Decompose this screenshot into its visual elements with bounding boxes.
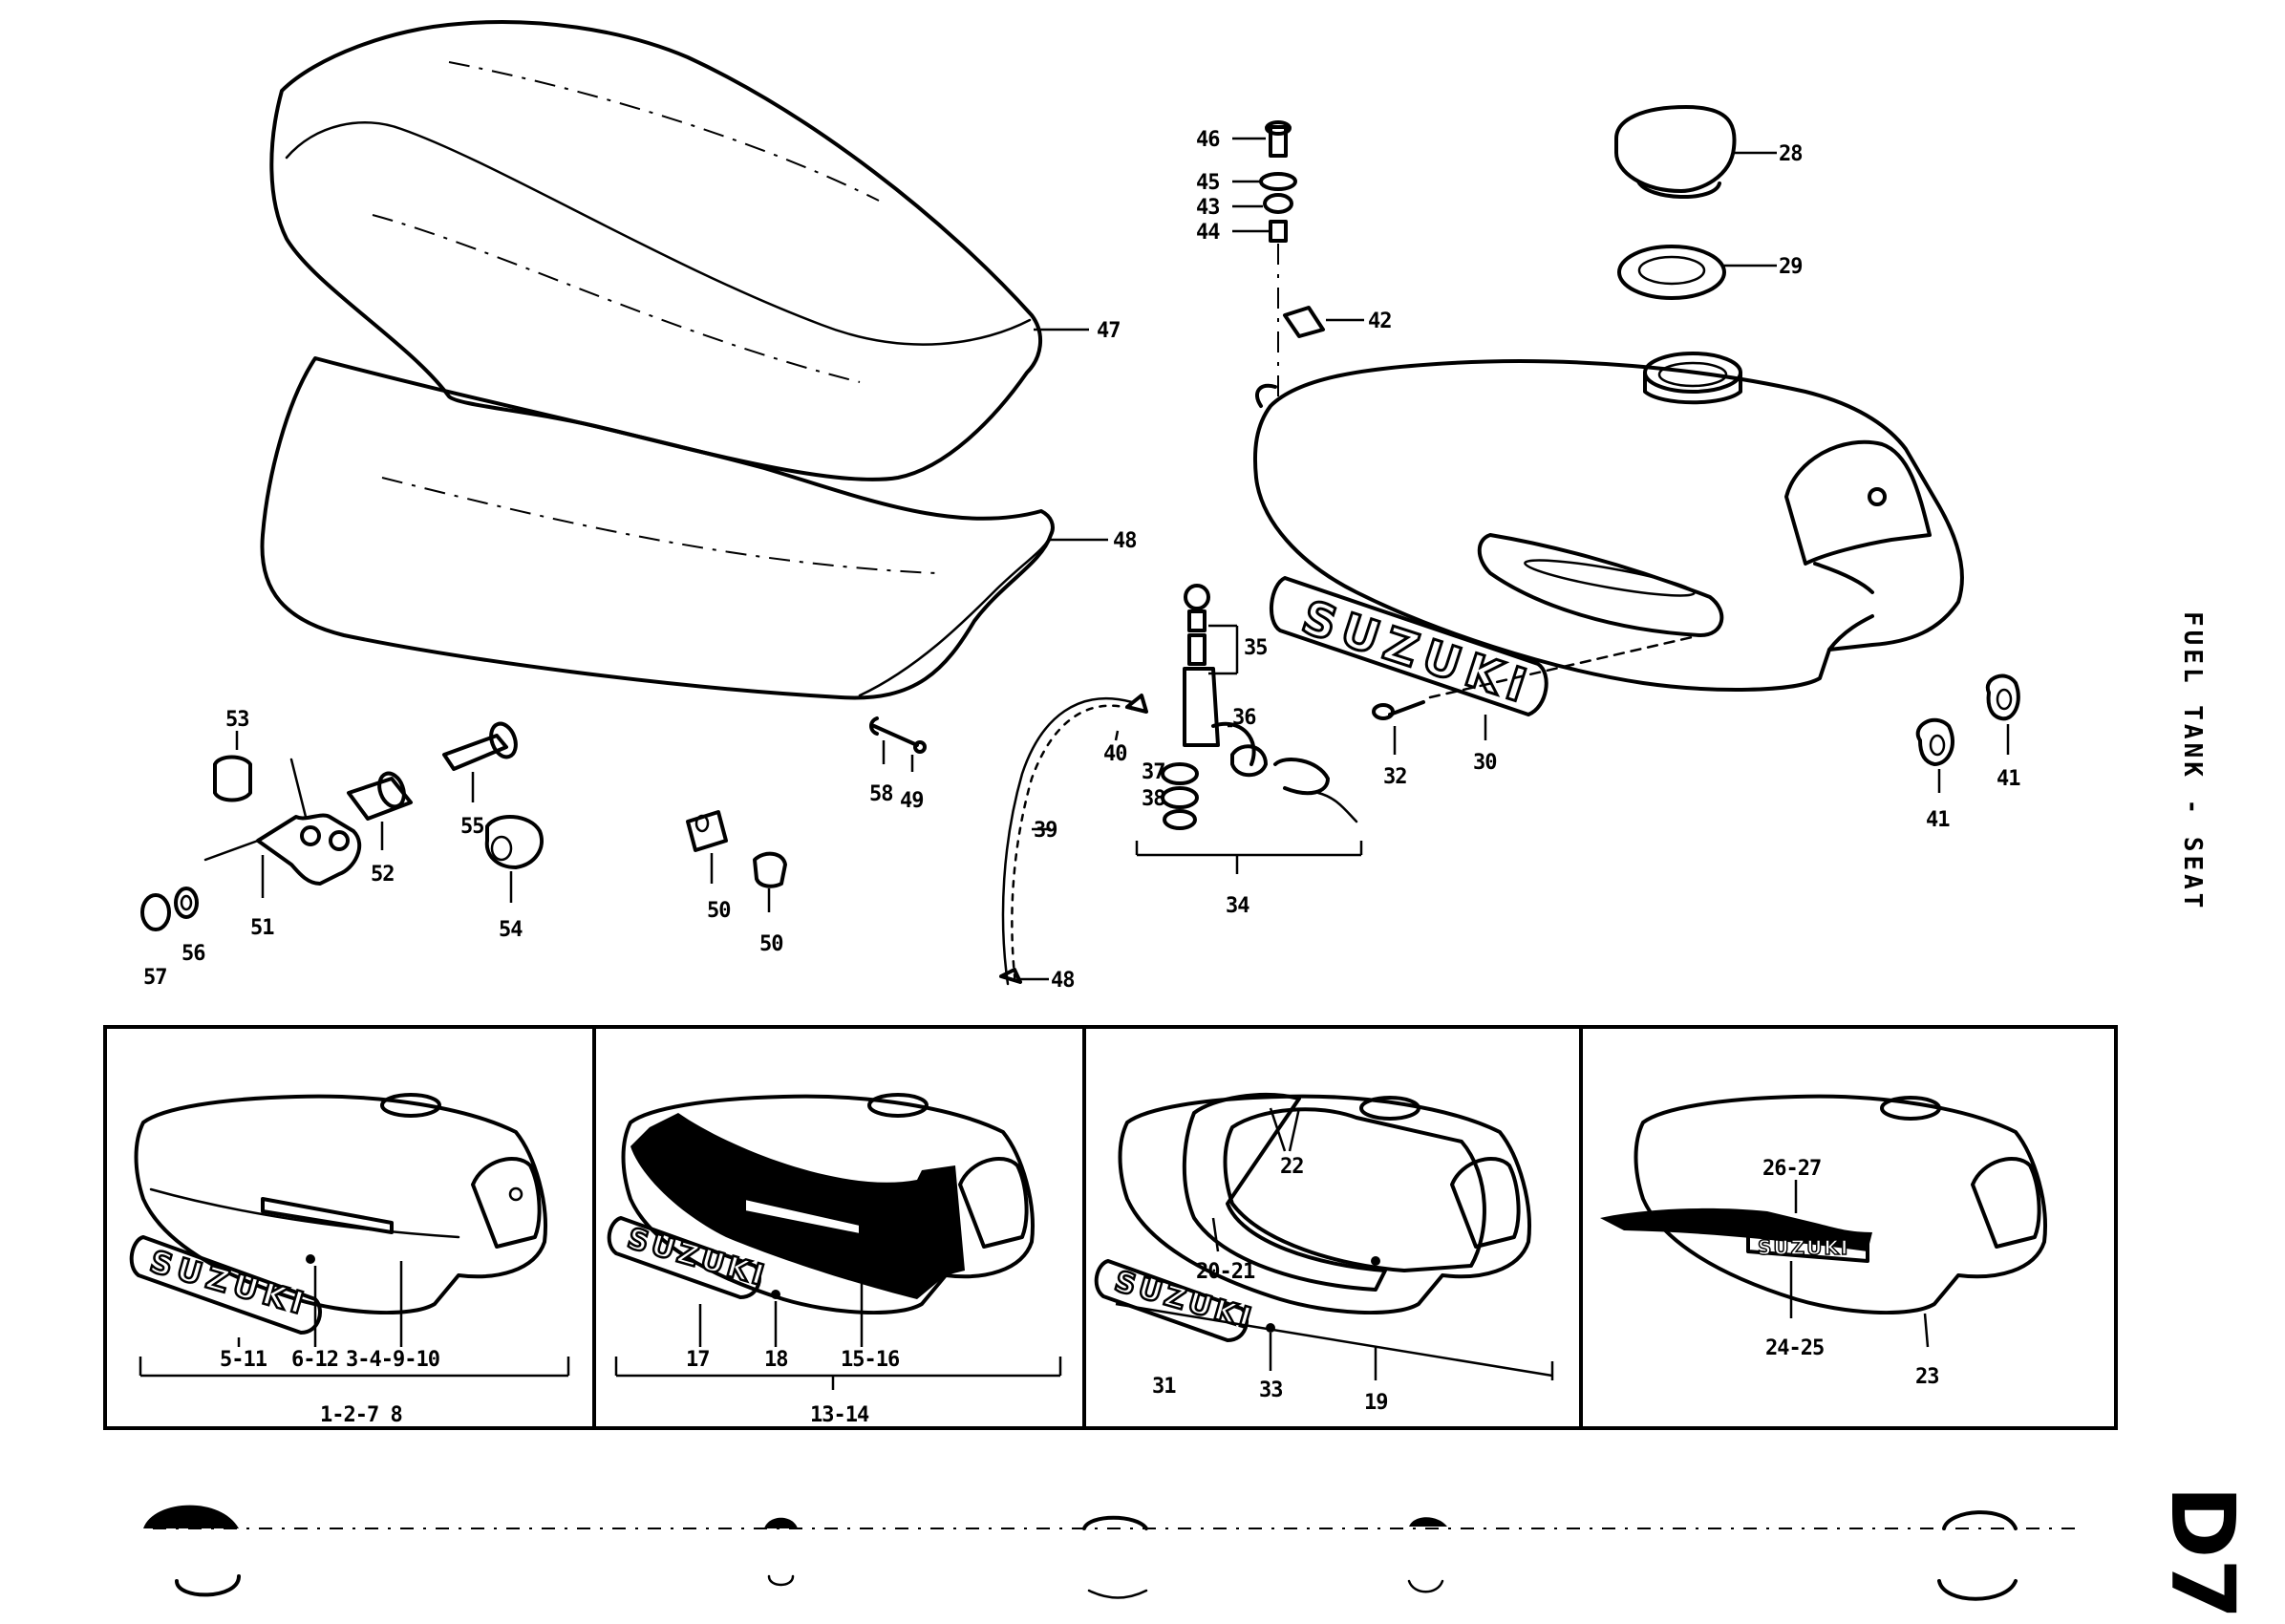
callout-58: 58 (869, 782, 893, 806)
callout-39: 39 (1034, 819, 1057, 843)
seat-cover (269, 20, 1043, 481)
v1-group: 1-2-7 8 (320, 1403, 402, 1427)
emblem-text: SUZUKI (1295, 590, 1539, 716)
tank-cushions (1915, 673, 2020, 766)
fuel-hose (999, 694, 1148, 986)
callout-32: 32 (1383, 765, 1407, 789)
fuel-cock (1161, 584, 1358, 830)
callout-51: 51 (250, 916, 274, 940)
callout-36: 36 (1232, 706, 1256, 730)
v3-part-b: 20-21 (1196, 1260, 1255, 1284)
v1-part-b: 6-12 (291, 1348, 338, 1372)
seat-base (260, 356, 1055, 700)
v3-part-e: 19 (1364, 1391, 1388, 1415)
callout-54: 54 (499, 918, 523, 942)
v2-group: 13-14 (810, 1403, 869, 1427)
callout-50-left: 50 (707, 899, 731, 923)
callout-53: 53 (225, 708, 249, 732)
callout-28: 28 (1779, 142, 1803, 166)
variants-box (103, 1025, 2118, 1430)
v1-part-a: 5-11 (220, 1348, 267, 1372)
v4-part-a: 26-27 (1762, 1157, 1821, 1181)
suzuki-emblem: SUZUKI (1269, 576, 1548, 716)
tank-bolt-stack (1259, 120, 1325, 401)
callout-30: 30 (1473, 751, 1497, 775)
seat-pin-parts (686, 716, 927, 888)
variant-tank-4: SUZUKI (1600, 1094, 2047, 1315)
v1-part-c: 3-4-9-10 (346, 1348, 439, 1372)
callout-43: 43 (1196, 196, 1220, 220)
page-title: FUEL TANK - SEAT (2178, 611, 2207, 912)
callout-56: 56 (182, 942, 205, 966)
callout-49: 49 (900, 789, 924, 813)
v4-part-c: 23 (1915, 1365, 1939, 1389)
v2-part-c: 15-16 (841, 1348, 900, 1372)
callout-35: 35 (1244, 636, 1268, 660)
v3-part-c: 31 (1152, 1375, 1176, 1399)
callout-57: 57 (143, 966, 167, 990)
callout-41-right: 41 (1997, 767, 2020, 791)
callout-47: 47 (1097, 319, 1121, 343)
callout-44: 44 (1196, 221, 1220, 245)
variant-1-emblem: SUZUKI (146, 1243, 313, 1323)
variant-tank-3: SUZUKI (1094, 1092, 1531, 1342)
callout-50-right: 50 (759, 932, 783, 956)
callout-38: 38 (1142, 787, 1165, 811)
callout-48: 48 (1113, 529, 1137, 553)
callout-37: 37 (1142, 760, 1165, 784)
fuel-tank (1252, 352, 1964, 692)
seat-hinge-parts (140, 721, 544, 931)
v3-part-a: 22 (1280, 1155, 1304, 1179)
callout-46: 46 (1196, 128, 1220, 152)
fuel-cap (1614, 105, 1737, 200)
v2-part-a: 17 (686, 1348, 710, 1372)
callout-52: 52 (371, 863, 395, 887)
callout-40: 40 (1103, 742, 1127, 766)
callout-29: 29 (1779, 255, 1803, 279)
emblem-screw (1372, 700, 1425, 720)
variant-4-emblem: SUZUKI (1758, 1236, 1849, 1259)
v4-part-b: 24-25 (1765, 1336, 1824, 1360)
callout-55: 55 (460, 815, 484, 839)
callout-45: 45 (1196, 171, 1220, 195)
variant-tank-1: SUZUKI (129, 1093, 547, 1335)
callout-42: 42 (1368, 310, 1392, 333)
callout-41-left: 41 (1926, 808, 1950, 832)
variant-tank-2: SUZUKI (607, 1093, 1035, 1315)
callout-48-hose: 48 (1051, 969, 1075, 993)
callout-34: 34 (1226, 894, 1249, 918)
binder-marks (143, 1505, 2082, 1601)
cap-gasket (1617, 245, 1726, 300)
v2-part-b: 18 (764, 1348, 788, 1372)
v3-part-d: 33 (1259, 1378, 1283, 1402)
page-code: D7 (2151, 1485, 2253, 1620)
